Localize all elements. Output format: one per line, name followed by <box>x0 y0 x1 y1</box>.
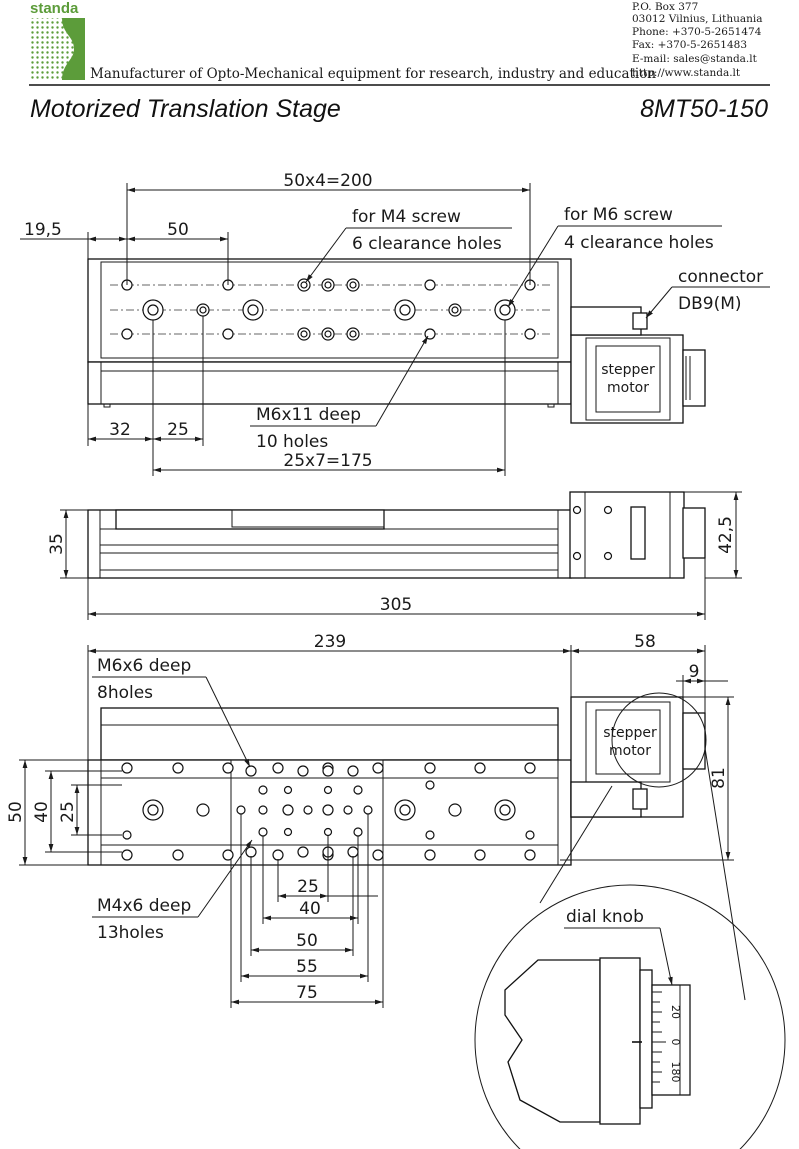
model-number: 8MT50-150 <box>640 95 768 123</box>
tagline: Manufacturer of Opto-Mechanical equipmen… <box>90 66 656 82</box>
dim-width-50: 50 <box>6 801 26 823</box>
callout-m4-deep-line2: 13holes <box>97 923 164 943</box>
top-motor-label-2: motor <box>607 380 649 396</box>
db9-connector <box>632 312 648 330</box>
top-motor-label-1: stepper <box>601 362 655 378</box>
contact-website: http://www.standa.lt <box>632 67 741 79</box>
dim-motor-length: 58 <box>634 632 656 652</box>
contact-city: 03012 Vilnius, Lithuania <box>632 13 763 25</box>
side-view: 35 42,5 305 <box>47 491 742 620</box>
side-dial-knob <box>682 507 706 559</box>
dim-offset-left: 19,5 <box>24 220 62 240</box>
detail-motor-casing <box>504 959 601 1123</box>
dim-bottom-total: 25x7=175 <box>283 451 372 471</box>
top-view-motor: stepper motor <box>570 306 706 424</box>
dim-pitch: 50 <box>167 220 189 240</box>
detail-dial-knob: 20 0 180 dial knob <box>474 747 786 1149</box>
detail-leader-left <box>539 785 613 904</box>
dim-body-length: 239 <box>314 632 346 652</box>
bottom-view-rail-top <box>100 707 559 761</box>
dim-motor-height: 42,5 <box>716 516 736 554</box>
contact-block: P.O. Box 377 03012 Vilnius, Lithuania Ph… <box>632 1 763 79</box>
dial-number-180: 180 <box>669 1062 682 1083</box>
callout-connector-line2: DB9(M) <box>678 294 742 314</box>
dim-knob-offset: 9 <box>689 662 700 682</box>
carriage-hole-grid <box>236 765 373 858</box>
contact-phone: Phone: +370-5-2651474 <box>632 26 762 38</box>
detail-dial-ticks <box>652 991 666 1083</box>
top-view: stepper motor 50x4=200 19,5 50 32 25 25x… <box>20 171 770 476</box>
standa-logo: standa <box>29 0 85 80</box>
middle-row-holes <box>142 299 516 321</box>
detail-label-dial-knob: dial knob <box>566 907 644 927</box>
detail-dial-scale <box>651 984 691 1096</box>
connector-housing <box>570 306 642 336</box>
dim-bottom-b: 25 <box>167 420 189 440</box>
callout-connector-line1: connector <box>678 267 763 287</box>
contact-po-box: P.O. Box 377 <box>632 1 698 13</box>
top-row-holes <box>121 278 536 292</box>
bottom-row-holes <box>121 327 536 341</box>
callout-m6-line1: for M6 screw <box>564 205 673 225</box>
top-view-base <box>87 361 572 405</box>
dial-number-20: 20 <box>669 1005 682 1019</box>
callout-m4-line2: 6 clearance holes <box>352 234 502 254</box>
bottom-dial-knob <box>682 712 706 770</box>
dim-pitch-total: 50x4=200 <box>283 171 372 191</box>
brand-name: standa <box>30 0 79 17</box>
top-view-carriage <box>87 258 572 363</box>
detail-leader-right <box>704 747 746 1001</box>
callout-m6-line2: 4 clearance holes <box>564 233 714 253</box>
dim-height: 35 <box>47 533 67 555</box>
dim-width-40: 40 <box>32 801 52 823</box>
dim-carriage-55: 55 <box>296 957 318 977</box>
bottom-motor-label-2: motor <box>609 743 651 759</box>
bottom-view-motor: stepper motor <box>570 692 707 818</box>
top-dial-knob <box>682 349 706 407</box>
contact-email: E-mail: sales@standa.lt <box>632 53 758 65</box>
side-view-carriage <box>115 509 385 530</box>
dim-carriage-25: 25 <box>297 877 319 897</box>
dim-carriage-75: 75 <box>296 983 318 1003</box>
bottom-view: stepper motor 239 58 9 81 50 40 <box>6 632 734 1008</box>
contact-fax: Fax: +370-5-2651483 <box>632 39 747 51</box>
dim-bottom-a: 32 <box>109 420 131 440</box>
product-name: Motorized Translation Stage <box>30 95 341 123</box>
dial-number-0: 0 <box>669 1039 682 1046</box>
logo-s-shape <box>62 18 85 80</box>
dim-overall-length: 305 <box>380 595 412 615</box>
dim-carriage-40: 40 <box>299 899 321 919</box>
dim-carriage-50: 50 <box>296 931 318 951</box>
bottom-view-carriage <box>230 759 384 866</box>
detail-circle-large <box>474 884 786 1149</box>
callout-m6-deep-line2: 8holes <box>97 683 153 703</box>
bottom-motor-label-1: stepper <box>603 725 657 741</box>
dim-width-25: 25 <box>58 801 78 823</box>
dim-motor-width: 81 <box>709 767 729 789</box>
top-view-plate <box>100 261 559 359</box>
detail-circle-small <box>611 692 707 788</box>
callout-m6-deep-line1: M6x6 deep <box>97 656 191 676</box>
header: standa Manufacturer of Opto-Mechanical e… <box>29 0 770 123</box>
callout-m4-deep-line1: M4x6 deep <box>97 896 191 916</box>
callout-tapped-line1: M6x11 deep <box>256 405 361 425</box>
side-view-motor <box>569 491 685 579</box>
callout-tapped-line2: 10 holes <box>256 432 328 452</box>
callout-m4-line1: for M4 screw <box>352 207 461 227</box>
